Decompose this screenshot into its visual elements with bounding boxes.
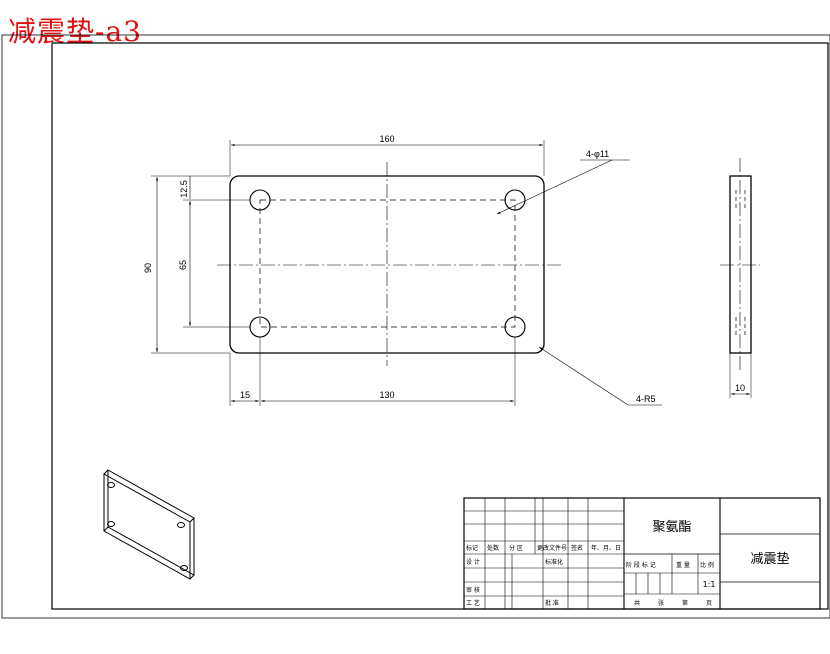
tb-part-name: 减震垫 [750,551,789,567]
iso-hole [177,522,185,528]
hole [504,189,526,211]
iso-hole [107,482,115,488]
hole-pitch-rectangle [259,199,516,328]
front-view: 160 90 65 12.5 15 130 4-φ11 4-R5 [143,134,662,406]
tb-header-signature: 签名 [571,544,583,552]
tb-scale-label: 比 例 [700,561,714,569]
iso-hole [180,565,188,571]
dim-text-160: 160 [379,134,394,144]
side-view: 10 [720,158,760,398]
tb-sheet-unit-2: 页 [706,600,712,607]
leader-hole [496,159,613,215]
tb-row-process: 工 艺 [466,599,480,607]
drawing-title: 减震垫-a3 [8,15,142,48]
iso-hole [107,521,115,527]
tb-header-change-doc: 更改文件号 [537,544,567,552]
side-outline [729,175,752,354]
callout-corner: 4-R5 [636,394,656,404]
isometric-view [103,469,195,580]
tb-scale-value: 1:1 [703,580,716,589]
tb-header-zone: 分 区 [509,544,523,552]
tb-sheet-total: 共 [634,599,640,607]
tb-stage-mark: 阶 段 标 记 [626,561,656,569]
dim-text-90: 90 [143,263,153,273]
dim-text-15: 15 [240,390,250,400]
tb-sheet-unit-1: 张 [658,599,664,607]
title-block: 标记 处数 分 区 更改文件号 签名 年、月、日 设 计 审 核 工 艺 标准化… [463,497,821,610]
tb-standardization: 标准化 [545,558,563,566]
leader-corner [538,346,629,406]
tb-weight: 重 量 [676,561,690,569]
tb-approval: 批 准 [545,599,559,607]
tb-header-count: 处数 [487,544,499,552]
tb-header-mark: 标记 [466,544,478,552]
callout-hole: 4-φ11 [586,149,609,159]
tb-sheet-index: 第 [682,599,688,607]
tb-row-design: 设 计 [466,558,480,566]
dim-text-10: 10 [735,383,745,393]
dim-text-65: 65 [178,260,188,270]
dim-text-130: 130 [379,390,394,400]
inner-border [51,42,829,610]
dim-text-12-5: 12.5 [179,180,189,198]
tb-material: 聚氨酯 [652,520,691,535]
tb-header-date: 年、月、日 [591,544,621,552]
tb-row-review: 审 核 [466,586,480,594]
outer-border [1,34,830,619]
